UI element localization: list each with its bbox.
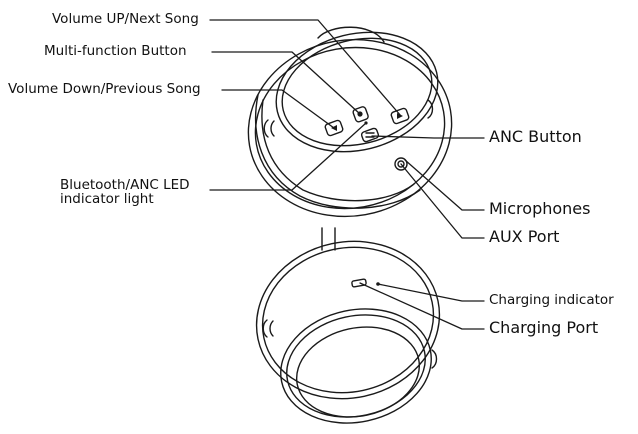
multi-function-label: Multi-function Button [44, 43, 187, 59]
leader-lines [209, 19, 485, 330]
volume-up-label: Volume UP/Next Song [52, 11, 199, 27]
bottom-ear-cup [255, 240, 441, 424]
charging-port-label: Charging Port [489, 318, 599, 337]
anc-button-label: ANC Button [489, 127, 582, 146]
charging-port [351, 278, 367, 288]
charging-indicator-label: Charging indicator [489, 292, 614, 308]
top-ear-cup [247, 31, 453, 218]
volume-up-button [390, 107, 410, 125]
volume-down-label: Volume Down/Previous Song [8, 81, 201, 97]
aux-port-label: AUX Port [489, 227, 560, 246]
led-indicator-label: Bluetooth/ANC LED indicator light [60, 177, 190, 208]
anc-button [360, 127, 380, 143]
microphone-aux-port [394, 157, 408, 171]
microphones-label: Microphones [489, 199, 591, 218]
